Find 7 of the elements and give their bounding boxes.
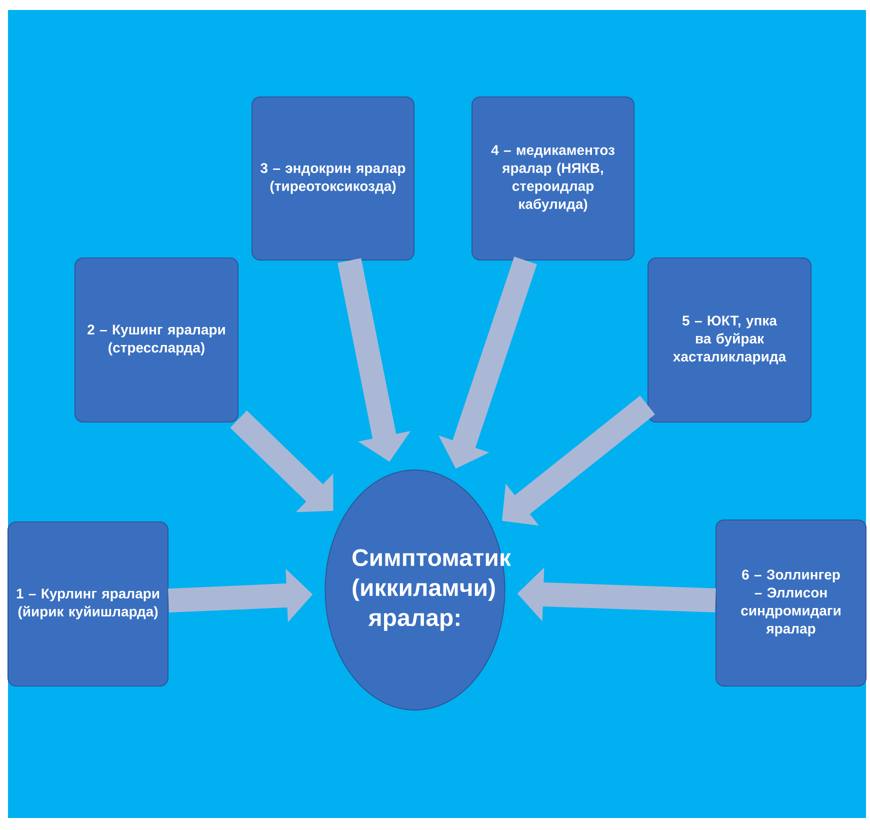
category-box: 3 – эндокрин яралар (тиреотоксикозда) (252, 96, 414, 260)
category-box: 4 – медикаментоз яралар (НЯКВ, стероидлар кабулида) (472, 96, 634, 260)
block-arrow (502, 396, 655, 526)
category-box: 6 – Золлингер – Эллисон синдромидаги яралар (716, 520, 866, 686)
category-box: 5 – ЮКТ, упка ва буйрак хасталикларида (648, 258, 812, 422)
category-box: 2 – Кушинг яралари (стрессларда) (74, 258, 238, 422)
category-box: 1 – Курлинг яралари (йирик куйишларда) (8, 522, 168, 686)
